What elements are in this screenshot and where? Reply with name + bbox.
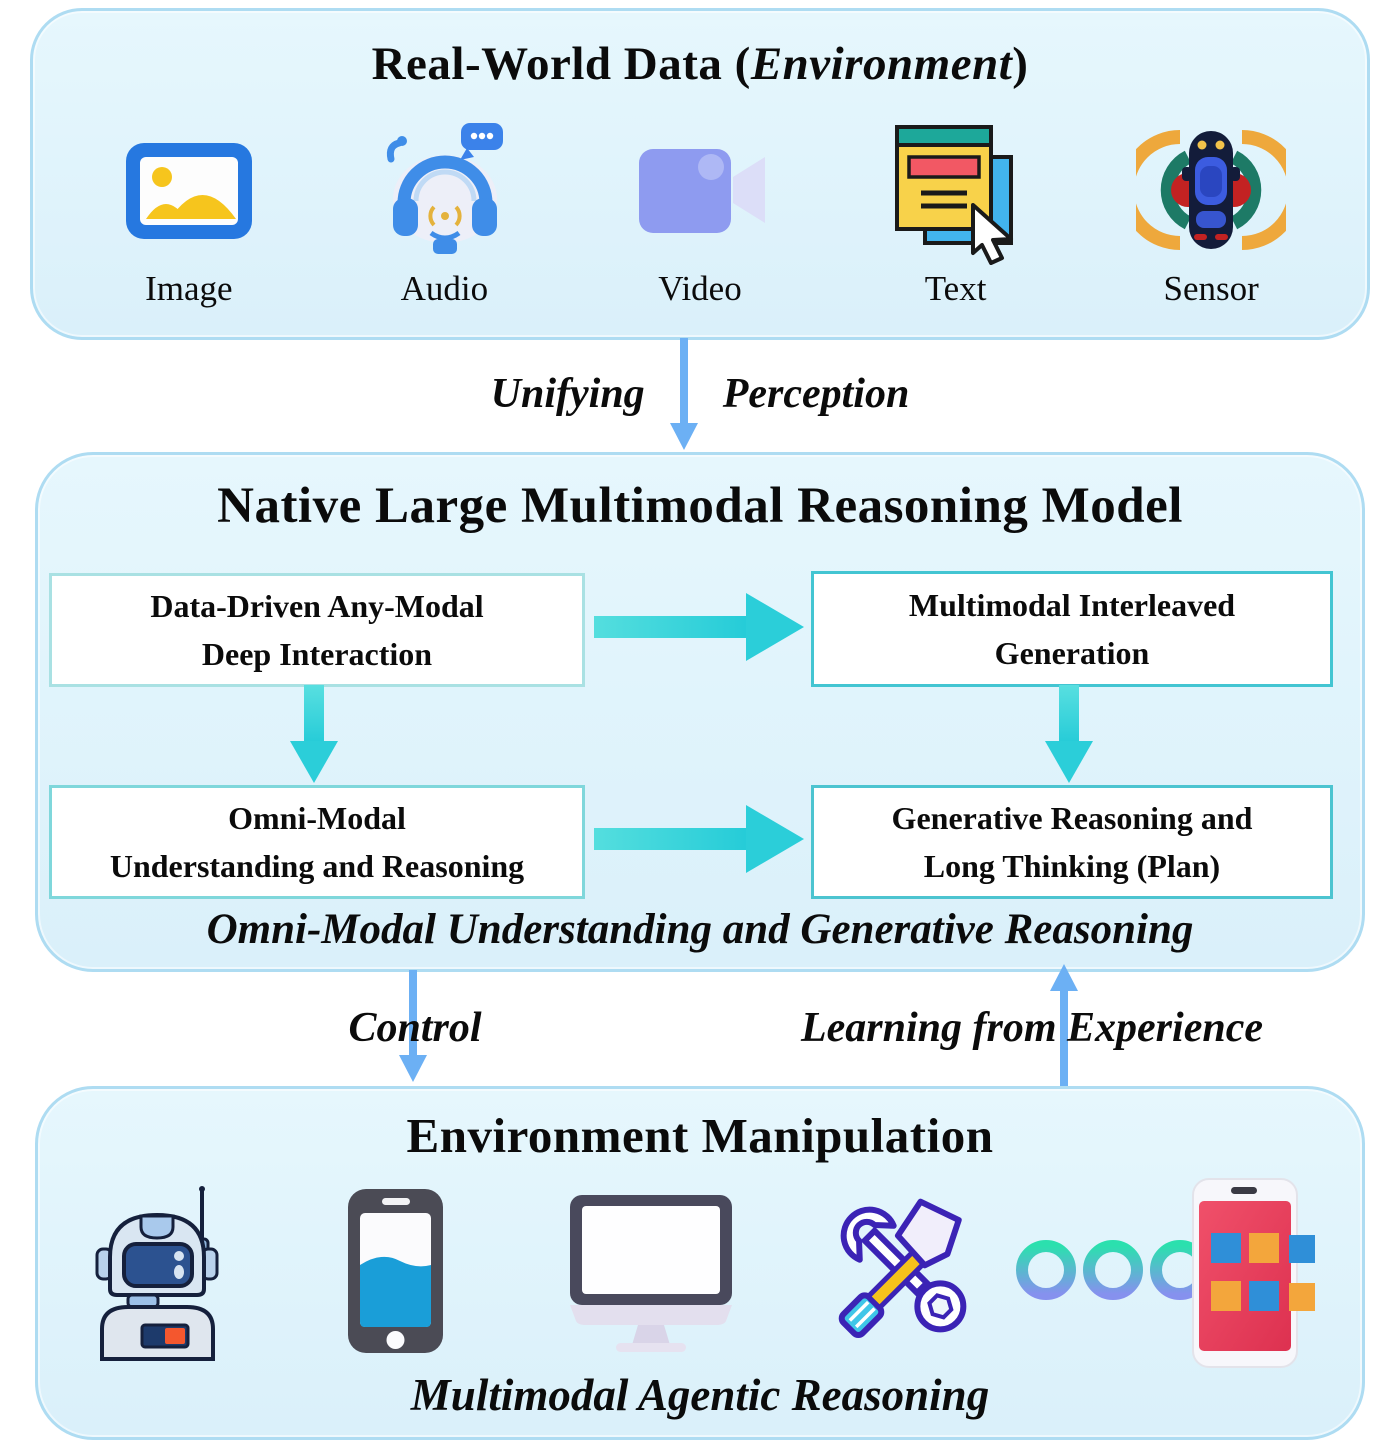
modality-label: Video: [658, 269, 742, 308]
audio-icon: [387, 123, 504, 254]
environment-manipulation-title: Environment Manipulation: [406, 1108, 994, 1163]
box-generative-reasoning-plan: Generative Reasoning and Long Thinking (…: [811, 785, 1333, 899]
modality-image: Image: [84, 115, 294, 306]
image-icon: [125, 143, 252, 239]
learning-up-arrow-icon: [1050, 964, 1078, 1086]
modality-label: Audio: [400, 269, 489, 308]
sensor-icon: [1136, 130, 1287, 250]
title-suffix: ): [1012, 38, 1029, 90]
modality-label: Image: [145, 269, 233, 308]
box-data-driven-interaction: Data-Driven Any-Modal Deep Interaction: [49, 573, 585, 687]
control-down-arrow-icon: [399, 970, 427, 1082]
real-world-data-title: Real-World Data (Environment): [33, 37, 1367, 91]
box-omni-modal-understanding: Omni-Modal Understanding and Reasoning: [49, 785, 585, 899]
box-line: Omni-Modal: [228, 800, 406, 836]
right-arrow-icon: [594, 805, 804, 873]
real-world-data-panel: Real-World Data (Environment) Image: [30, 8, 1370, 340]
bottom-caption: Multimodal Agentic Reasoning: [410, 1370, 990, 1420]
down-arrow-icon: [290, 685, 338, 783]
box-line: Data-Driven Any-Modal: [150, 588, 484, 624]
box-line: Generative Reasoning and: [891, 800, 1253, 836]
learning-from-experience-label: Learning from Experience: [801, 1005, 1263, 1051]
control-label: Control: [348, 1005, 482, 1051]
box-line: Long Thinking (Plan): [923, 848, 1221, 884]
modality-text: Text: [851, 115, 1061, 306]
smartphone-icon: [348, 1189, 443, 1353]
reasoning-model-title: Native Large Multimodal Reasoning Model: [217, 478, 1183, 534]
box-line: Understanding and Reasoning: [109, 848, 525, 884]
box-line: Multimodal Interleaved: [908, 587, 1236, 623]
modalities-row: Image: [33, 115, 1367, 306]
modality-video: Video: [595, 115, 805, 306]
modality-audio: Audio: [339, 115, 549, 306]
video-icon: [638, 149, 765, 233]
down-arrow-icon: [1045, 685, 1093, 783]
text-icon: [894, 125, 1013, 265]
monitor-icon: [570, 1195, 732, 1352]
tools-icon: [838, 1198, 967, 1338]
title-environment: Environment: [750, 38, 1013, 90]
mobile-apps-icon: [1192, 1178, 1315, 1368]
modality-label: Sensor: [1163, 269, 1259, 308]
modality-label: Text: [924, 269, 987, 308]
robot-icon: [95, 1186, 219, 1361]
box-line: Deep Interaction: [201, 636, 433, 672]
unifying-perception-flow: Unifying Perception: [0, 336, 1400, 452]
right-arrow-icon: [594, 593, 804, 661]
modality-sensor: Sensor: [1106, 115, 1316, 306]
reasoning-model-panel: Native Large Multimodal Reasoning Model …: [35, 452, 1365, 972]
down-arrow-icon: [669, 338, 698, 450]
box-multimodal-interleaved-generation: Multimodal Interleaved Generation: [811, 571, 1333, 687]
model-caption: Omni-Modal Understanding and Generative …: [206, 906, 1194, 953]
perception-label: Perception: [722, 371, 910, 417]
environment-manipulation-panel: Environment Manipulation: [35, 1086, 1365, 1440]
unifying-label: Unifying: [490, 371, 645, 417]
title-prefix: Real-World Data (: [371, 38, 751, 90]
box-line: Generation: [994, 635, 1150, 671]
ellipsis-dots-icon: [1016, 1240, 1210, 1300]
